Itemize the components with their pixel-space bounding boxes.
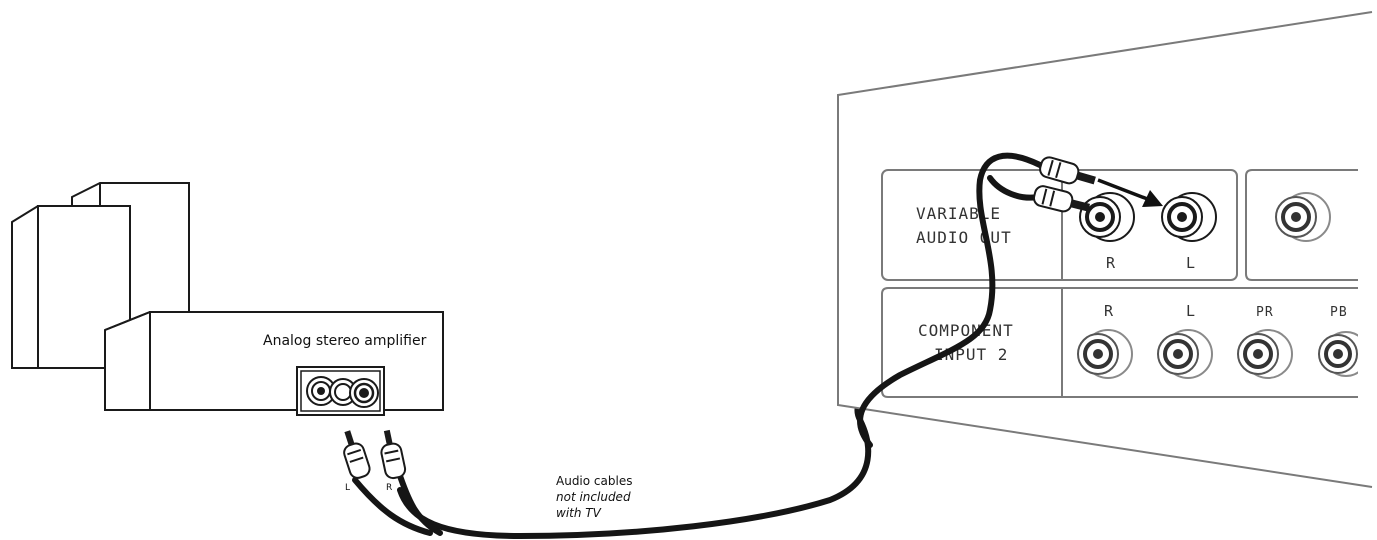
cable-note-line2: not included [556,490,631,504]
plug-left-label: L [345,483,350,493]
audio-out-jack-right[interactable] [1079,192,1135,242]
component-jack-pr[interactable] [1237,329,1293,379]
component-jack-label-pr: PR [1256,305,1274,320]
variable-audio-out-section: VARIABLE AUDIO OUT R L [881,169,1238,281]
adjacent-jack-section [1245,169,1358,281]
cable-amp-left [352,477,433,536]
speaker-front [11,205,131,369]
amplifier-label: Analog stereo amplifier [263,333,427,349]
amplifier-plugs: L R [343,429,407,493]
audio-out-jack-left[interactable] [1161,192,1217,242]
component-jack-label-pb: PB [1330,305,1348,320]
amplifier-jack-right[interactable] [349,378,379,408]
tv-plug-upper [1039,156,1096,185]
plug-left [343,430,371,479]
component-jack-pb[interactable] [1318,331,1369,377]
speakers [11,182,190,369]
adjacent-jack[interactable] [1275,192,1331,242]
cable-note-line3: with TV [556,506,602,520]
cable-note-line1: Audio cables [556,474,632,488]
variable-audio-out-label-line1: VARIABLE [916,204,1001,223]
audio-out-jack-right-label: R [1106,254,1116,272]
cable-note: Audio cables not included with TV [556,474,632,520]
amplifier-jack-panel [296,366,385,416]
component-input-2-section: COMPONENT INPUT 2 R L PR PB [881,287,1377,400]
cable-amp-right [395,467,443,536]
tv-end-plugs [1032,156,1096,213]
plug-right [380,429,407,480]
plug-right-label: R [386,483,392,493]
component-jack-l[interactable] [1157,329,1213,379]
audio-out-jack-left-label: L [1186,254,1196,272]
connection-arrow-icon [1097,178,1163,207]
tv-plug-lower [1032,185,1091,213]
component-jack-label-r: R [1104,302,1114,320]
amplifier-jack-center[interactable] [329,378,357,406]
component-jack-label-l: L [1186,302,1196,320]
variable-audio-out-label-line2: AUDIO OUT [916,228,1012,247]
tv-back-panel: VARIABLE AUDIO OUT R L [837,11,1377,488]
component-input-2-label-line1: COMPONENT [918,321,1014,340]
component-jack-r[interactable] [1077,329,1133,379]
amplifier: Analog stereo amplifier [104,311,444,416]
